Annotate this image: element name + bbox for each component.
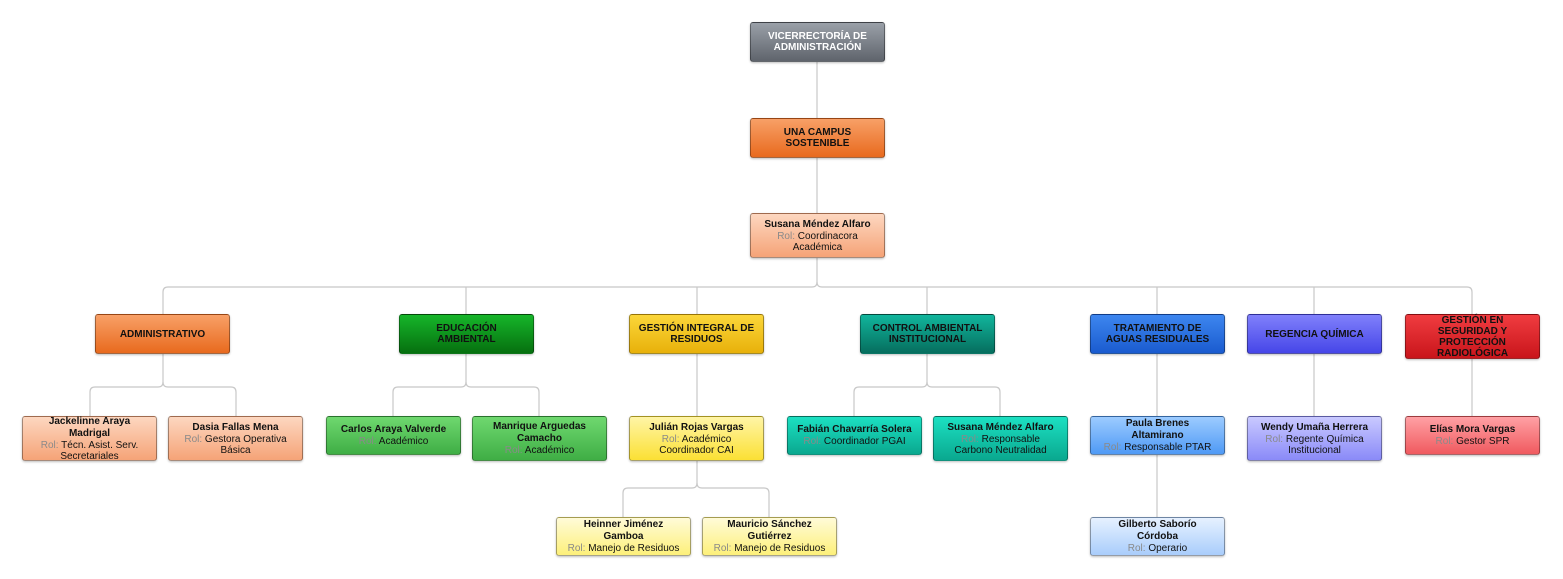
dept-label: GESTIÓN INTEGRAL DE RESIDUOS — [638, 323, 755, 345]
person-role: Académico — [378, 436, 429, 447]
dept-educacion-ambiental[interactable]: EDUCACIÓN AMBIENTAL — [399, 314, 534, 354]
person-susana-carbono[interactable]: Susana Méndez Alfaro Rol: Responsable Ca… — [933, 416, 1068, 461]
coordinator-name: Susana Méndez Alfaro — [764, 218, 871, 230]
role-key: Rol: — [184, 433, 203, 445]
person-julian[interactable]: Julián Rojas Vargas Rol: Académico Coord… — [629, 416, 764, 461]
person-manrique[interactable]: Manrique Arguedas Camacho Rol: Académico — [472, 416, 607, 461]
person-name: Elías Mora Vargas — [1429, 424, 1516, 435]
role-key: Rol: — [713, 543, 732, 554]
coordinator-node[interactable]: Susana Méndez Alfaro Rol: Coordinacora A… — [750, 213, 885, 258]
person-role: Manejo de Residuos — [734, 543, 826, 554]
dept-regencia-quimica[interactable]: REGENCIA QUÍMICA — [1247, 314, 1382, 354]
person-dasia[interactable]: Dasia Fallas Mena Rol: Gestora Operativa… — [168, 416, 303, 461]
role-key: Rol: — [1103, 442, 1122, 453]
role-key: Rol: — [1127, 543, 1146, 554]
program-label: UNA CAMPUS SOSTENIBLE — [783, 127, 852, 149]
person-name: Julián Rojas Vargas — [649, 421, 744, 433]
person-name: Heinner Jiménez Gamboa — [583, 519, 664, 542]
role-key: Rol: — [661, 433, 680, 445]
person-name: Jackelinne Araya Madrigal — [48, 415, 131, 439]
person-role: Técn. Asist. Serv. Secretariales — [60, 439, 139, 462]
role-key: Rol: — [1435, 436, 1454, 447]
dept-gestion-residuos[interactable]: GESTIÓN INTEGRAL DE RESIDUOS — [629, 314, 764, 354]
dept-label: EDUCACIÓN AMBIENTAL — [436, 323, 497, 345]
role-key: Rol: — [567, 543, 586, 554]
person-fabian[interactable]: Fabián Chavarría Solera Rol: Coordinador… — [787, 416, 922, 455]
dept-label: ADMINISTRATIVO — [119, 328, 206, 340]
role-key: Rol: — [777, 230, 795, 242]
person-paula[interactable]: Paula Brenes Altamirano Rol: Responsable… — [1090, 416, 1225, 455]
root-label: VICERRECTORÍA DE ADMINISTRACIÓN — [768, 31, 867, 53]
person-name: Gilberto Saborío Córdoba — [1118, 519, 1197, 542]
person-name: Paula Brenes Altamirano — [1125, 418, 1190, 441]
person-heinner[interactable]: Heinner Jiménez Gamboa Rol: Manejo de Re… — [556, 517, 691, 556]
coordinator-role: Coordinacora Académica — [792, 230, 858, 253]
person-name: Manrique Arguedas Camacho — [493, 421, 586, 444]
person-role: Responsable Carbono Neutralidad — [954, 433, 1047, 456]
dept-tratamiento-aguas[interactable]: TRATAMIENTO DE AGUAS RESIDUALES — [1090, 314, 1225, 354]
role-key: Rol: — [358, 436, 377, 447]
dept-control-ambiental[interactable]: CONTROL AMBIENTAL INSTITUCIONAL — [860, 314, 995, 354]
person-name: Carlos Araya Valverde — [340, 424, 447, 435]
person-name: Susana Méndez Alfaro — [947, 421, 1054, 433]
role-key: Rol: — [40, 439, 59, 451]
dept-seguridad-radiologica[interactable]: GESTIÓN EN SEGURIDAD Y PROTECCIÓN RADIOL… — [1405, 314, 1540, 359]
person-role: Operario — [1148, 543, 1188, 554]
person-role: Académico — [524, 445, 575, 456]
person-name: Mauricio Sánchez Gutiérrez — [727, 519, 812, 542]
person-role: Gestor SPR — [1456, 436, 1510, 447]
role-key: Rol: — [803, 436, 822, 447]
person-role: Responsable PTAR — [1124, 442, 1212, 453]
dept-label: TRATAMIENTO DE AGUAS RESIDUALES — [1105, 323, 1210, 345]
person-role: Gestora Operativa Básica — [204, 433, 287, 456]
person-mauricio[interactable]: Mauricio Sánchez Gutiérrez Rol: Manejo d… — [702, 517, 837, 556]
person-gilberto[interactable]: Gilberto Saborío Córdoba Rol: Operario — [1090, 517, 1225, 556]
dept-label: REGENCIA QUÍMICA — [1265, 328, 1364, 340]
person-name: Wendy Umaña Herrera — [1260, 421, 1369, 433]
role-key: Rol: — [1265, 433, 1284, 445]
root-node[interactable]: VICERRECTORÍA DE ADMINISTRACIÓN — [750, 22, 885, 62]
dept-administrativo[interactable]: ADMINISTRATIVO — [95, 314, 230, 354]
program-node[interactable]: UNA CAMPUS SOSTENIBLE — [750, 118, 885, 158]
person-elias[interactable]: Elías Mora Vargas Rol: Gestor SPR — [1405, 416, 1540, 455]
role-key: Rol: — [961, 433, 979, 445]
person-role: Académico Coordinador CAI — [659, 433, 734, 456]
role-key: Rol: — [504, 445, 523, 456]
person-name: Dasia Fallas Mena — [192, 421, 279, 433]
person-carlos[interactable]: Carlos Araya Valverde Rol: Académico — [326, 416, 461, 455]
person-role: Regente Química Institucional — [1285, 433, 1364, 456]
dept-label: CONTROL AMBIENTAL INSTITUCIONAL — [872, 323, 983, 345]
person-wendy[interactable]: Wendy Umaña Herrera Rol: Regente Química… — [1247, 416, 1382, 461]
person-name: Fabián Chavarría Solera — [797, 424, 912, 435]
person-role: Coordinador PGAI — [823, 436, 906, 447]
person-role: Manejo de Residuos — [588, 543, 680, 554]
dept-label: GESTIÓN EN SEGURIDAD Y PROTECCIÓN RADIOL… — [1436, 314, 1509, 359]
person-jackelinne[interactable]: Jackelinne Araya Madrigal Rol: Técn. Asi… — [22, 415, 157, 462]
